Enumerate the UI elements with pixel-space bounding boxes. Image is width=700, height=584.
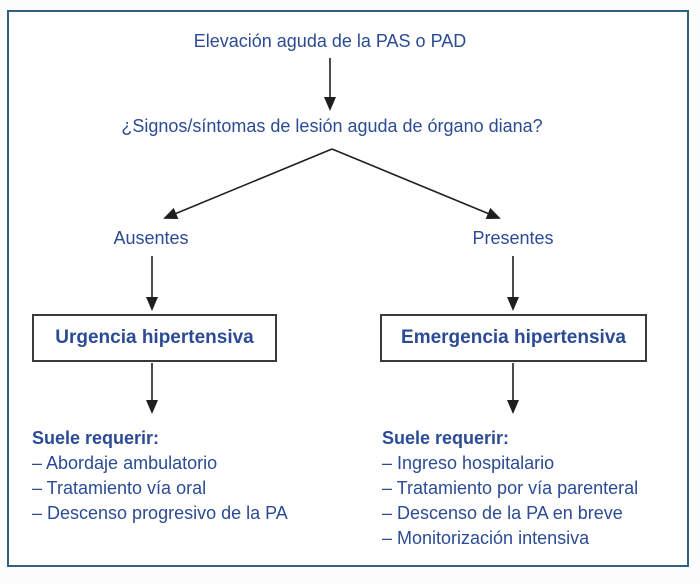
urgencia-hipertensiva-box: Urgencia hipertensiva <box>32 314 277 362</box>
list-item: – Descenso de la PA en breve <box>382 503 623 523</box>
list-item: – Monitorización intensiva <box>382 528 590 548</box>
decision-node: ¿Signos/síntomas de lesión aguda de órga… <box>121 116 543 136</box>
urgencia-requirements-list: Suele requerir: – Abordaje ambulatorio –… <box>32 426 288 526</box>
list-header: Suele requerir: <box>32 428 160 448</box>
diagram-frame <box>7 10 689 567</box>
list-header: Suele requerir: <box>382 428 510 448</box>
start-node: Elevación aguda de la PAS o PAD <box>193 31 467 51</box>
branch-label-ausentes: Ausentes <box>113 228 189 248</box>
list-item: – Ingreso hospitalario <box>382 453 555 473</box>
emergencia-hipertensiva-box: Emergencia hipertensiva <box>380 314 647 362</box>
list-item: – Tratamiento vía oral <box>32 478 207 498</box>
list-item: – Tratamiento por vía parenteral <box>382 478 639 498</box>
emergencia-requirements-list: Suele requerir: – Ingreso hospitalario –… <box>382 426 638 551</box>
branch-label-presentes: Presentes <box>472 228 554 248</box>
list-item: – Abordaje ambulatorio <box>32 453 218 473</box>
list-item: – Descenso progresivo de la PA <box>32 503 288 523</box>
